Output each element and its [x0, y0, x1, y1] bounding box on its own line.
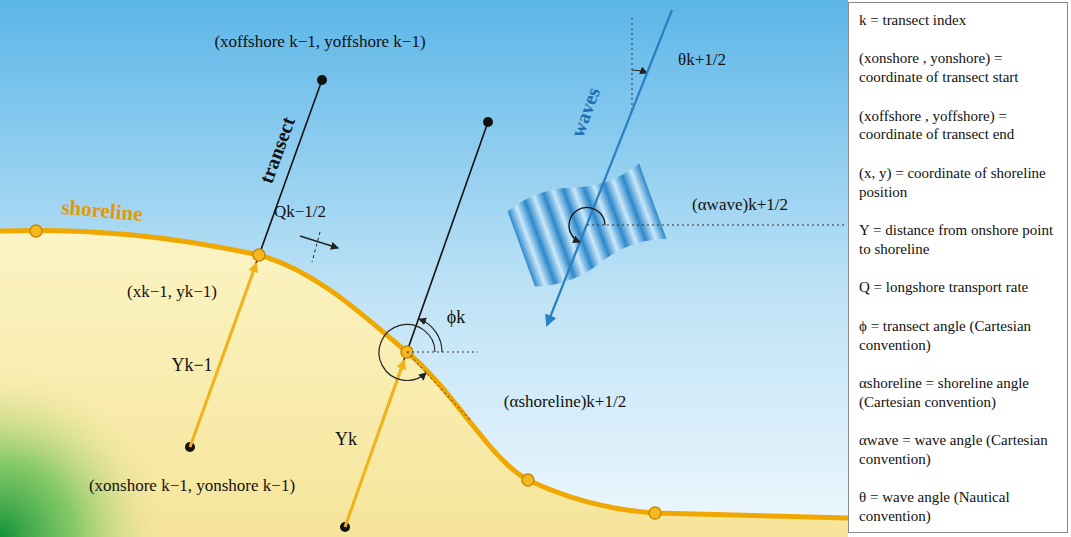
- coordinate-label: (xonshore k−1, yonshore k−1): [89, 477, 295, 496]
- angle-label: θk+1/2: [678, 51, 726, 70]
- coordinate-label: (xoffshore k−1, yoffshore k−1): [214, 33, 425, 52]
- definition-text: ϕ = transect angle (Cartesian convention…: [859, 317, 1059, 355]
- transect-label: transect: [255, 114, 299, 186]
- definition-text: Y = distance from onshore point to shore…: [859, 221, 1059, 259]
- definition-text: (xoffshore , yoffshore) = coordinate of …: [859, 107, 1059, 145]
- transport-label: Qk−1/2: [274, 203, 326, 222]
- definition-text: Q = longshore transport rate: [859, 278, 1059, 297]
- angle-label: ϕk: [447, 308, 465, 328]
- shoreline-label: shoreline: [60, 196, 143, 226]
- waves-label: waves: [566, 84, 604, 140]
- definition-text: (xonshore , yonshore) = coordinate of tr…: [859, 49, 1059, 87]
- definition-text: (x, y) = coordinate of shoreline positio…: [859, 164, 1059, 202]
- angle-label: (αshoreline)k+1/2: [504, 393, 626, 412]
- definition-text: k = transect index: [859, 11, 1059, 30]
- distance-label: Yk: [335, 430, 357, 450]
- coordinate-label: (xk−1, yk−1): [127, 283, 217, 302]
- definition-text: αwave = wave angle (Cartesian convention…: [859, 431, 1059, 469]
- definition-text: θ = wave angle (Nautical convention): [859, 488, 1059, 526]
- legend-panel: k = transect index (xonshore , yonshore) …: [848, 2, 1068, 533]
- distance-label: Yk−1: [171, 356, 212, 376]
- angle-label: (αwave)k+1/2: [692, 196, 788, 215]
- definition-text: αshoreline = shoreline angle (Cartesian …: [859, 374, 1059, 412]
